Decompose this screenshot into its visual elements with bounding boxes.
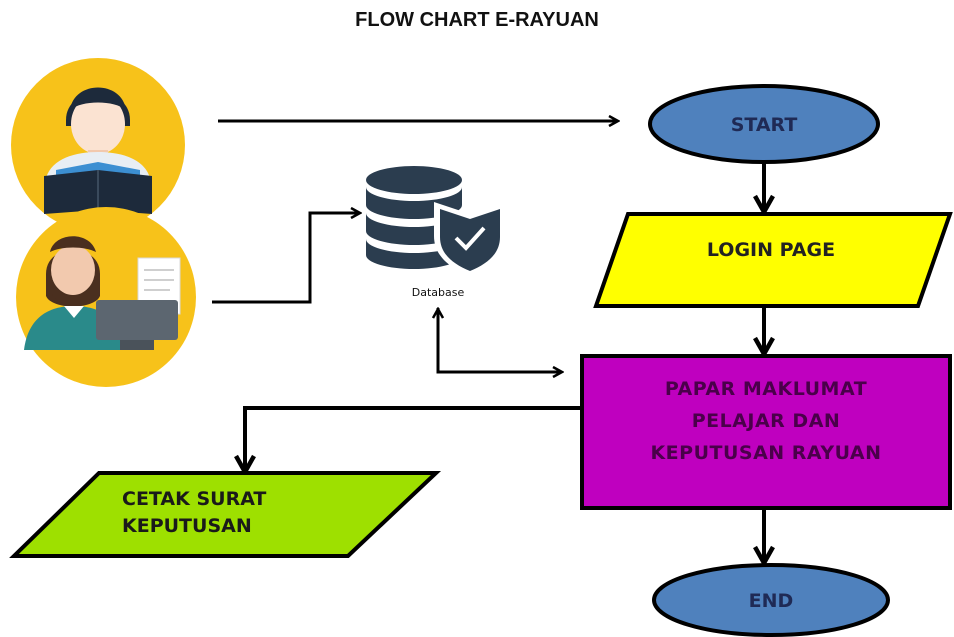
arrow-admin-to-database (212, 213, 360, 304)
print-letter-label-line-2: KEPUTUSAN (122, 515, 252, 537)
process-label-line-1: PAPAR MAKLUMAT (665, 378, 867, 400)
process-label-line-2: PELAJAR DAN (692, 410, 841, 432)
process-node: PAPAR MAKLUMAT PELAJAR DAN KEPUTUSAN RAY… (580, 354, 952, 510)
print-letter-node: CETAK SURAT KEPUTUSAN (9, 471, 442, 558)
end-node: END (652, 563, 890, 637)
student-reading-icon (11, 58, 185, 232)
arrow-database-process-bidirectional (436, 308, 562, 372)
print-letter-label-line-1: CETAK SURAT (122, 488, 266, 510)
database-shield-icon (366, 166, 506, 276)
arrow-process-to-output (245, 406, 582, 472)
login-page-label: LOGIN PAGE (707, 239, 835, 261)
page-title: FLOW CHART E-RAYUAN (355, 9, 599, 31)
process-label-line-3: KEPUTUSAN RAYUAN (650, 442, 881, 464)
database-label: Database (412, 286, 465, 299)
start-node: START (648, 84, 880, 164)
end-label: END (749, 590, 794, 612)
start-label: START (731, 114, 798, 136)
admin-at-computer-icon (16, 207, 196, 387)
login-page-node: LOGIN PAGE (593, 212, 953, 308)
